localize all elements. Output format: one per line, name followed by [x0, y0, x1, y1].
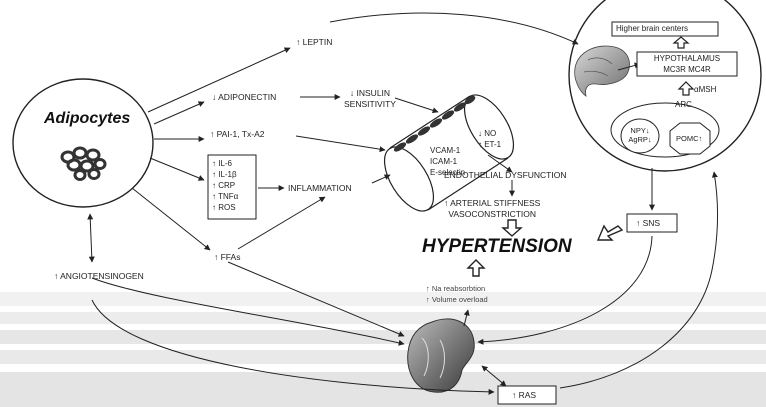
- cytokine-tnfa: ↑ TNFα: [212, 192, 239, 201]
- bidirectional-arrow-kidney-ras: [481, 365, 507, 387]
- vessel-factors-list: ↓ NO ↑ ET-1: [478, 128, 501, 150]
- npy-line: NPY↓: [630, 126, 650, 135]
- cytokines-box: [207, 154, 257, 220]
- arrow-to-adiponectin: [153, 101, 205, 125]
- vessel-marker-vcam: VCAM-1: [430, 146, 461, 155]
- higher-brain-centers-label: Higher brain centers: [616, 24, 689, 33]
- kidney-effect-na: ↑ Na reabsorbtion: [426, 284, 486, 293]
- arrow-inflammation-to-vessel: [371, 174, 391, 184]
- inflammation-label: INFLAMMATION: [288, 183, 352, 193]
- endothelial-dysfunction-label: ENDOTHELIAL DYSFUNCTION: [444, 170, 567, 180]
- arrow-ffas-to-kidney: [227, 261, 405, 337]
- kidney-icon: [407, 318, 475, 393]
- arrow-pai-to-vessel: [295, 135, 386, 153]
- sns-box: [626, 213, 678, 233]
- arrow-ffas-to-inflammation: [237, 196, 326, 250]
- agrp-line: AgRP↓: [628, 135, 652, 144]
- adipocytes-node: [12, 78, 154, 208]
- ras-box: [497, 385, 557, 405]
- arrow-kidney-to-na: [463, 309, 470, 327]
- cytokines-list: ↑ IL-6 ↑ IL-1β ↑ CRP ↑ TNFα ↑ ROS: [212, 158, 238, 213]
- arrow-insulin-to-vessel: [394, 97, 439, 114]
- insulin-sensitivity-line-1: ↓ INSULIN: [349, 88, 391, 98]
- npy-agrp-node: [620, 118, 660, 154]
- background-band: [0, 372, 766, 407]
- arrow-leptin-to-brain: [329, 12, 579, 45]
- arterial-stiffness-line-2: VASOCONSTRICTION: [448, 209, 537, 219]
- hypothalamus-line-2: MC3R MC4R: [663, 65, 711, 74]
- arrow-angiotensinogen-to-ras: [91, 299, 495, 395]
- hollow-up-arrow-icon: [466, 259, 486, 277]
- cytokine-crp: ↑ CRP: [212, 181, 236, 190]
- background-band: [0, 350, 766, 364]
- adipocytes-label: Adipocytes: [44, 110, 131, 127]
- hypothalamus-line-1: HYPOTHALAMUS: [653, 54, 721, 63]
- hollow-left-arrow-icon: [596, 224, 624, 241]
- leptin-label: ↑ LEPTIN: [296, 37, 333, 47]
- insulin-sensitivity-line-2: SENSITIVITY: [344, 99, 396, 109]
- vessel-factor-no: ↓ NO: [478, 129, 497, 138]
- vessel-marker-icam: ICAM-1: [430, 157, 458, 166]
- arrow-angiotensinogen-to-kidney: [91, 277, 405, 346]
- angiotensinogen-label: ↑ ANGIOTENSINOGEN: [54, 271, 144, 281]
- kidney-effect-volume: ↑ Volume overload: [426, 295, 488, 304]
- vessel-marker-eselectin: E-selectin: [430, 168, 466, 177]
- blood-vessel: [383, 94, 515, 212]
- npy-agrp-label: NPY↓ AgRP↓: [624, 126, 656, 144]
- arrow-to-ffas: [131, 187, 211, 251]
- adipocyte-cluster-icon: [60, 146, 107, 181]
- arrow-to-leptin: [147, 47, 291, 113]
- arrow-to-cytokines: [149, 157, 205, 181]
- vessel-markers-list: VCAM-1 ICAM-1 E-selectin: [430, 145, 465, 178]
- hypertension-label: HYPERTENSION: [422, 236, 572, 257]
- pomc-label: POMC↑: [676, 134, 703, 143]
- adiponectin-label: ↓ ADIPONECTIN: [212, 92, 277, 102]
- ras-label: ↑ RAS: [512, 390, 537, 400]
- amsh-label: αMSH: [694, 85, 717, 94]
- background-band: [0, 312, 766, 324]
- arrow-ras-to-brain: [559, 171, 718, 389]
- hollow-up-arrow-icon: [672, 36, 695, 96]
- arrow-sns-to-kidney: [477, 235, 653, 345]
- cytokine-il6: ↑ IL-6: [212, 159, 233, 168]
- arc-label: ARC: [675, 100, 692, 109]
- vessel-factor-et1: ↑ ET-1: [478, 140, 502, 149]
- pai-label: ↑ PAI-1, Tx-A2: [210, 129, 265, 139]
- cytokine-il1b: ↑ IL-1β: [212, 170, 237, 179]
- higher-brain-centers-box: [611, 21, 719, 37]
- arterial-stiffness-label: ↑ ARTERIAL STIFFNESS VASOCONSTRICTION: [444, 198, 540, 220]
- brain-icon: [574, 45, 641, 97]
- hollow-down-arrow-icon: [501, 219, 523, 237]
- sns-label: ↑ SNS: [636, 218, 661, 228]
- hypothalamus-box: [636, 51, 738, 77]
- hypothalamus-label: HYPOTHALAMUS MC3R MC4R: [642, 53, 732, 75]
- arterial-stiffness-line-1: ↑ ARTERIAL STIFFNESS: [444, 198, 541, 208]
- insulin-sensitivity-label: ↓ INSULIN SENSITIVITY: [344, 88, 396, 110]
- pomc-node: [669, 122, 711, 155]
- cytokine-ros: ↑ ROS: [212, 203, 236, 212]
- kidney-effects-list: ↑ Na reabsorbtion ↑ Volume overload: [426, 283, 488, 305]
- ffas-label: ↑ FFAs: [214, 252, 241, 262]
- arrow-vessel-to-endothelial: [487, 154, 513, 173]
- bidirectional-arrow-adipocytes-angiotensinogen: [87, 213, 95, 263]
- background-band: [0, 330, 766, 344]
